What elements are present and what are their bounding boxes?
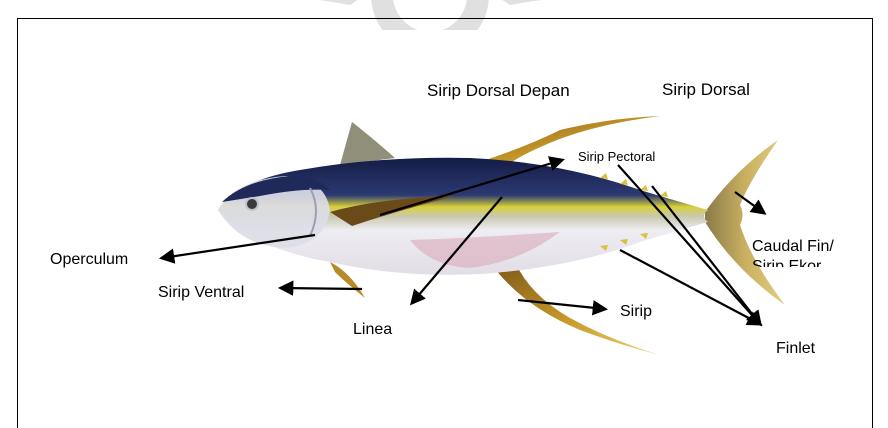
label-anal: Sirip [620, 304, 652, 320]
label-ventral: Sirip Ventral [158, 285, 244, 301]
label-linea: Linea [353, 322, 392, 338]
label-operculum: Operculum [50, 252, 128, 268]
fish-diagram: Sirip Dorsal Depan Sirip Dorsal Belakang… [0, 0, 888, 416]
label-dorsal-back: Sirip Dorsal Belakang [662, 80, 782, 103]
fish-eye [246, 198, 258, 210]
tuna-illustration [0, 0, 888, 416]
label-caudal: Caudal Fin/ Sirip Ekor [752, 237, 852, 267]
label-pectoral: Sirip Pectoral [578, 150, 655, 163]
label-dorsal-front: Sirip Dorsal Depan [427, 82, 570, 99]
first-dorsal-fin [340, 122, 395, 165]
label-finlet: Finlet [776, 341, 815, 357]
arrow-anal [518, 300, 605, 309]
caudal-fin-shape [705, 140, 785, 305]
arrow-ventral [281, 288, 362, 289]
